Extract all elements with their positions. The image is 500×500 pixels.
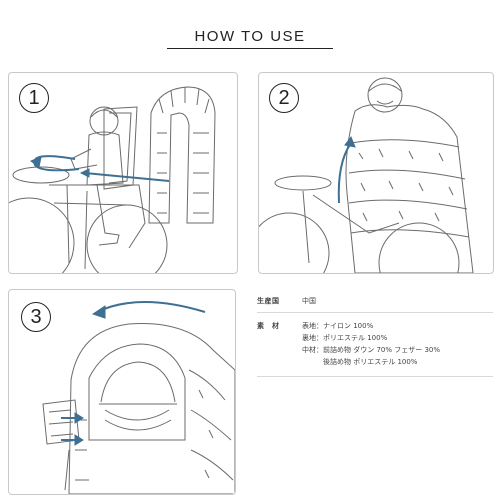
spec-divider: [257, 376, 493, 377]
step-3-panel: 3: [8, 289, 236, 495]
spec-material-row: 素 材 表地：ナイロン 100% 裏地：ポリエステル 100% 中材：前詰め物 …: [257, 321, 493, 373]
step-3-number: 3: [21, 302, 51, 332]
spec-origin-label: 生産国: [257, 297, 280, 305]
step-2-illustration: [259, 77, 474, 273]
spec-origin-row: 生産国 中国: [257, 296, 493, 309]
step-1-illustration: [9, 86, 216, 273]
spec-origin-value: 中国: [302, 297, 316, 305]
title-underline: [167, 48, 333, 49]
page-title: HOW TO USE: [194, 28, 306, 45]
step-2-number: 2: [269, 83, 299, 113]
product-specs: 生産国 中国 素 材 表地：ナイロン 100% 裏地：ポリエステル 100% 中…: [257, 296, 493, 377]
spec-material-line: 裏地：ポリエステル 100%: [302, 334, 388, 342]
step-3-illustration: [42, 301, 235, 494]
step-1-number: 1: [19, 83, 49, 113]
step-2-panel: 2: [258, 72, 494, 274]
spec-material-label: 素 材: [257, 322, 280, 330]
spec-material-line: 表地：ナイロン 100%: [302, 322, 374, 330]
step-1-panel: 1: [8, 72, 238, 274]
spec-material-line: 後詰め物 ポリエステル 100%: [302, 358, 418, 366]
spec-material-line: 中材：前詰め物 ダウン 70% フェザー 30%: [302, 346, 441, 354]
spec-divider: [257, 312, 493, 313]
